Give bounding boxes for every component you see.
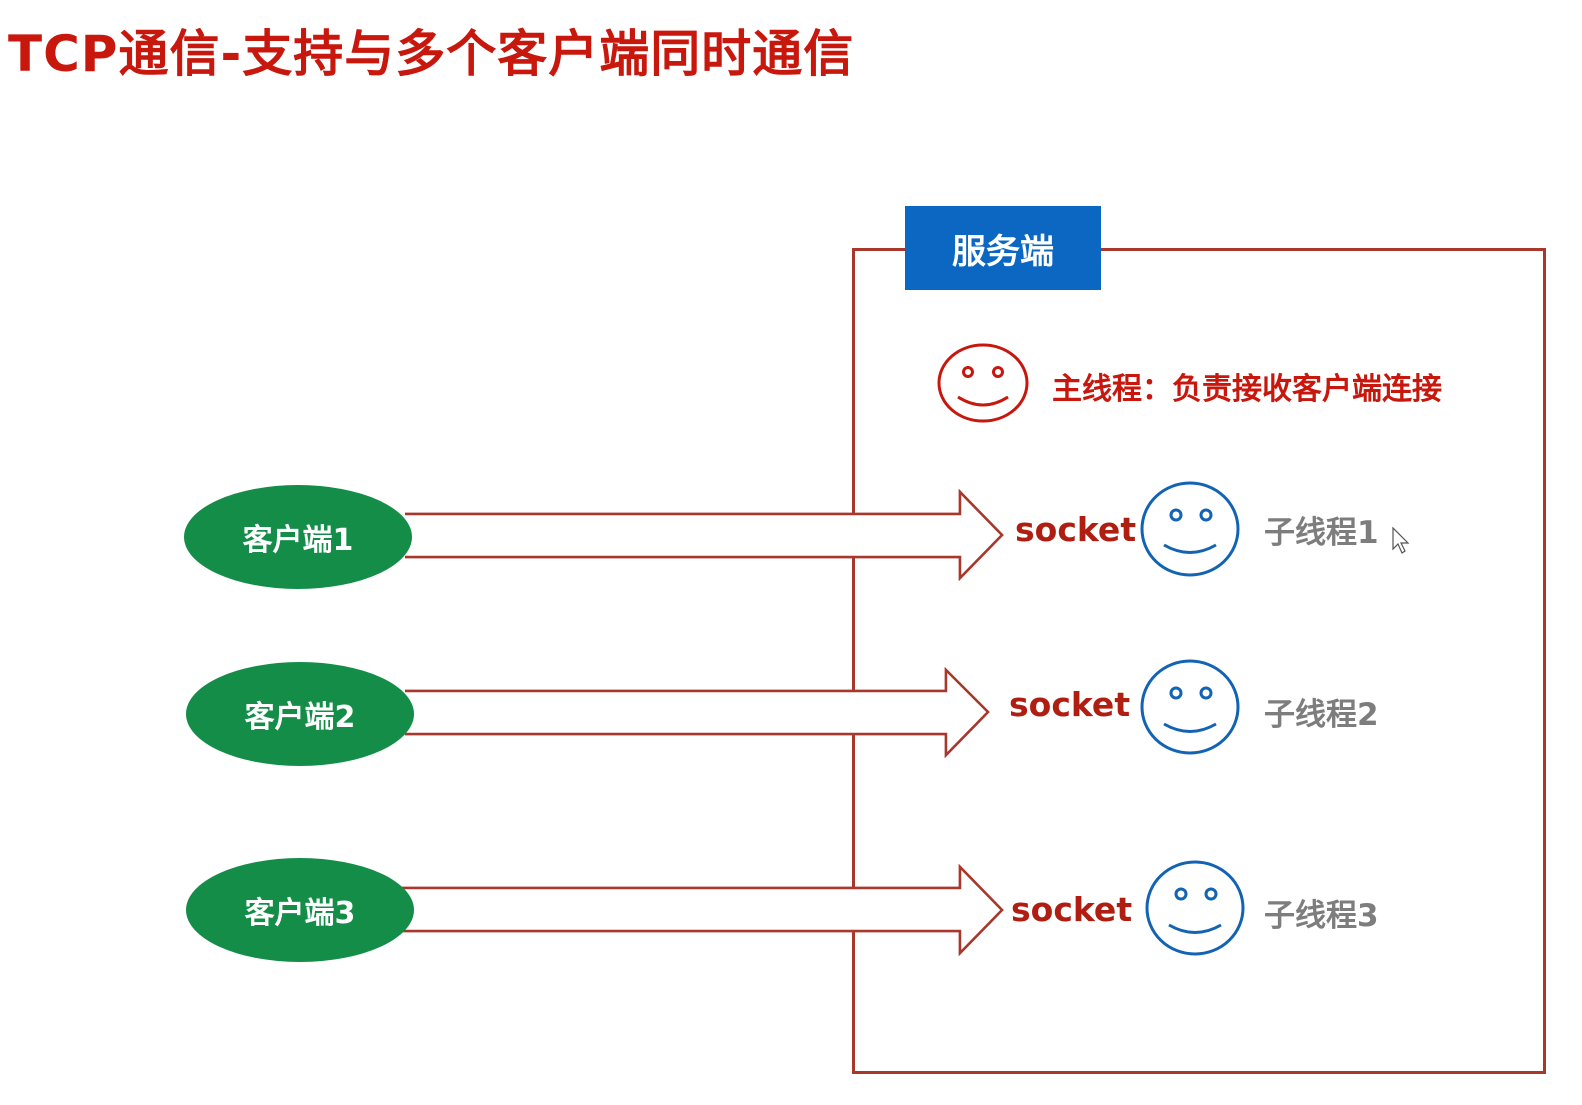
sub-thread-1-face-icon — [1140, 481, 1240, 577]
sub-thread-3-face-icon — [1145, 860, 1245, 956]
main-thread-label: 主线程：负责接收客户端连接 — [1052, 372, 1442, 407]
server-label: 服务端 — [905, 206, 1101, 290]
socket-label-1: socket — [1015, 510, 1137, 549]
sub-thread-label-1: 子线程1 — [1264, 515, 1379, 551]
sub-thread-label-2: 子线程2 — [1264, 697, 1379, 733]
mouse-cursor-icon — [1392, 526, 1410, 554]
server-box — [852, 248, 1546, 1074]
client-2: 客户端2 — [186, 662, 414, 766]
page-title: TCP通信-支持与多个客户端同时通信 — [8, 25, 855, 83]
sub-thread-2-face-icon — [1140, 659, 1240, 755]
client-3: 客户端3 — [186, 858, 414, 962]
socket-label-3: socket — [1011, 890, 1133, 929]
main-thread-face-icon — [937, 343, 1029, 423]
client-1: 客户端1 — [184, 485, 412, 589]
socket-label-2: socket — [1009, 685, 1131, 724]
sub-thread-label-3: 子线程3 — [1264, 898, 1379, 934]
